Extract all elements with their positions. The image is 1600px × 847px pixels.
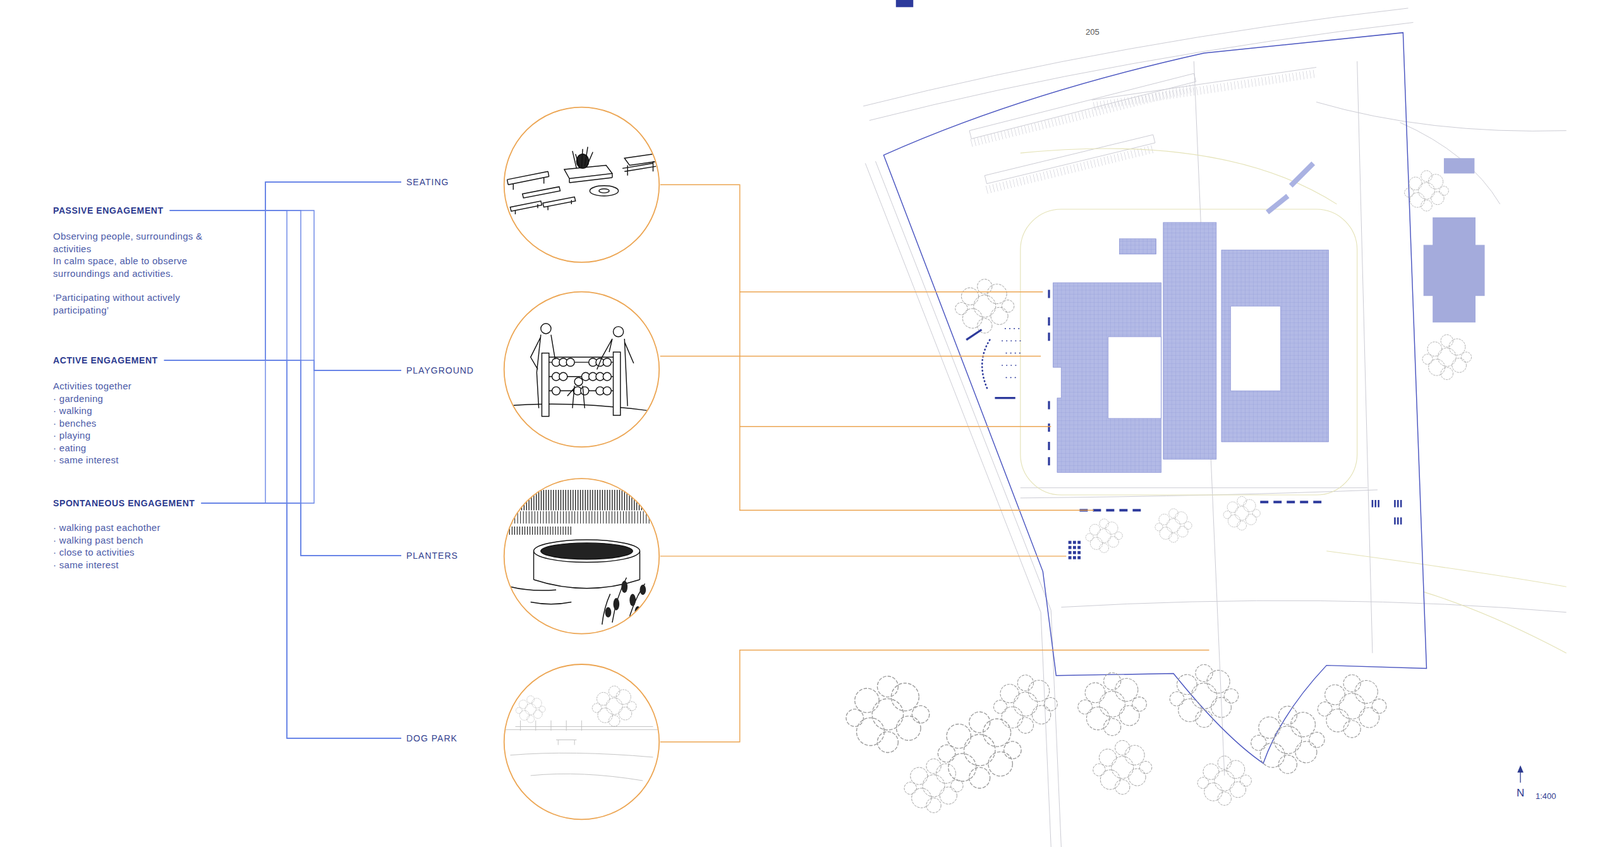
engagement-note: ‘Participating without actively particip…	[53, 291, 224, 316]
site-boundary	[883, 32, 1427, 764]
elevation-number: 205	[1084, 27, 1101, 37]
leader-lines	[660, 184, 1210, 742]
engagement-note: · walking	[53, 404, 224, 418]
engagement-connector	[201, 181, 402, 504]
engagement-note: Activities together	[53, 379, 224, 393]
engagement-note: In calm space, able to observe surroundi…	[53, 254, 224, 280]
planters-sketch	[504, 499, 662, 625]
engagement-connector	[201, 370, 402, 504]
engagement-connector	[169, 210, 402, 371]
feature-label: SEATING	[406, 175, 449, 189]
site-furniture	[966, 290, 1401, 560]
parking-stalls	[971, 73, 1317, 190]
feature-name: PLAYGROUND	[406, 363, 474, 377]
engagement-note: · same interest	[53, 558, 224, 572]
buildings	[896, 0, 1485, 473]
label-holder: N	[1515, 786, 1526, 800]
engagement-connector	[164, 181, 402, 361]
engagement-group: PASSIVE ENGAGEMENT Observing people, surr…	[53, 204, 224, 316]
engagement-note: Observing people, surroundings & activit…	[53, 230, 224, 255]
seating-sketch	[507, 146, 659, 215]
engagement-group: ACTIVE ENGAGEMENT Activities together· ga…	[53, 353, 224, 467]
engagement-connector	[169, 210, 402, 556]
trees	[846, 170, 1472, 813]
playground-sketch	[504, 323, 661, 417]
engagement-note: · benches	[53, 417, 224, 430]
map-roads	[863, 8, 1567, 847]
engagement-note: · playing	[53, 429, 224, 442]
engagement-group: SPONTANEOUS ENGAGEMENT · walking past eac…	[53, 496, 224, 571]
engagement-connector	[164, 360, 402, 556]
engagement-note: · walking past bench	[53, 533, 224, 547]
engagement-connector	[201, 503, 402, 556]
engagement-connector	[201, 503, 402, 739]
feature-name: DOG PARK	[406, 731, 458, 745]
feature-name: SEATING	[406, 175, 449, 189]
feature-label: PLAYGROUND	[406, 363, 474, 377]
engagement-note: · same interest	[53, 453, 224, 467]
vignette-circles	[504, 107, 660, 820]
engagement-note: · close to activities	[53, 545, 224, 559]
engagement-heading: ACTIVE ENGAGEMENT	[53, 353, 158, 367]
label-holder: 1:400	[1534, 789, 1558, 802]
contour-lines	[1020, 148, 1567, 653]
feature-label: DOG PARK	[406, 731, 458, 745]
feature-name: PLANTERS	[406, 549, 459, 562]
engagement-connector	[164, 360, 402, 739]
engagement-connector	[169, 181, 402, 211]
north-arrow	[1517, 765, 1524, 783]
label-holder: 205	[1084, 25, 1101, 38]
dog-park-sketch	[504, 685, 661, 781]
engagement-heading: PASSIVE ENGAGEMENT	[53, 204, 164, 217]
north-label: N	[1515, 786, 1526, 800]
engagement-connector	[169, 210, 402, 739]
feature-label: PLANTERS	[406, 549, 459, 562]
scale-label: 1:400	[1534, 791, 1558, 801]
engagement-note: · eating	[53, 441, 224, 455]
engagement-note: · walking past eachother	[53, 521, 224, 534]
engagement-heading: SPONTANEOUS ENGAGEMENT	[53, 496, 196, 510]
engagement-connector	[164, 360, 402, 371]
engagement-note: · gardening	[53, 392, 224, 406]
